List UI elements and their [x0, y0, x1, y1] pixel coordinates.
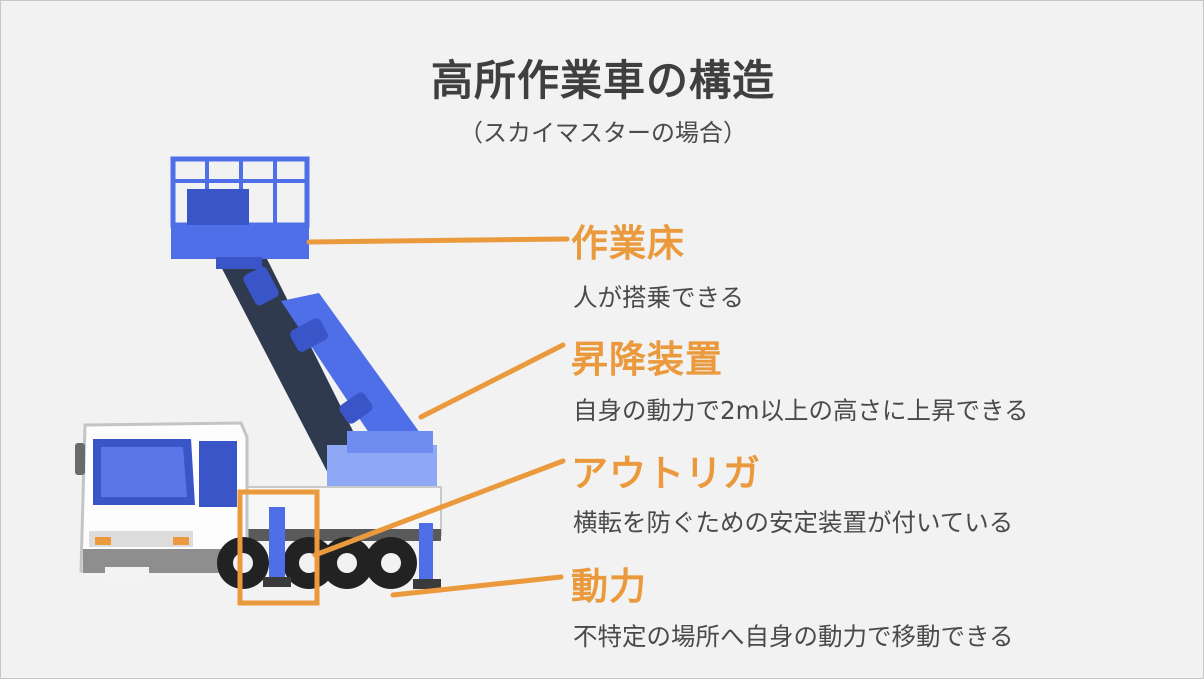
leader-line-power	[390, 574, 564, 598]
outriggers	[263, 507, 441, 589]
boom-turret	[327, 431, 437, 491]
page-subtitle: （スカイマスターの場合）	[459, 119, 747, 147]
desc-work-platform: 人が搭乗できる	[573, 283, 745, 312]
label-lift-device: 昇降装置	[571, 338, 723, 381]
outrigger-highlight-box	[237, 489, 320, 606]
desc-lift-device: 自身の動力で2m以上の高さに上昇できる	[573, 396, 1029, 425]
label-work-platform: 作業床	[571, 222, 685, 265]
truck-bed	[236, 486, 442, 541]
desc-outrigger: 横転を防ぐための安定装置が付いている	[573, 508, 1014, 537]
leader-line-lift-device	[418, 342, 566, 420]
desc-power: 不特定の場所へ自身の動力で移動できる	[573, 622, 1014, 651]
leader-line-work-platform	[306, 236, 570, 245]
truck-cab	[75, 421, 249, 583]
truck-wheels	[217, 537, 417, 589]
leader-lines	[306, 236, 570, 598]
label-outrigger: アウトリガ	[571, 452, 761, 495]
page-title: 高所作業車の構造	[430, 56, 775, 105]
lift-boom	[216, 251, 433, 479]
leader-line-outrigger	[312, 458, 566, 558]
work-platform	[170, 156, 310, 269]
label-power: 動力	[571, 565, 647, 608]
